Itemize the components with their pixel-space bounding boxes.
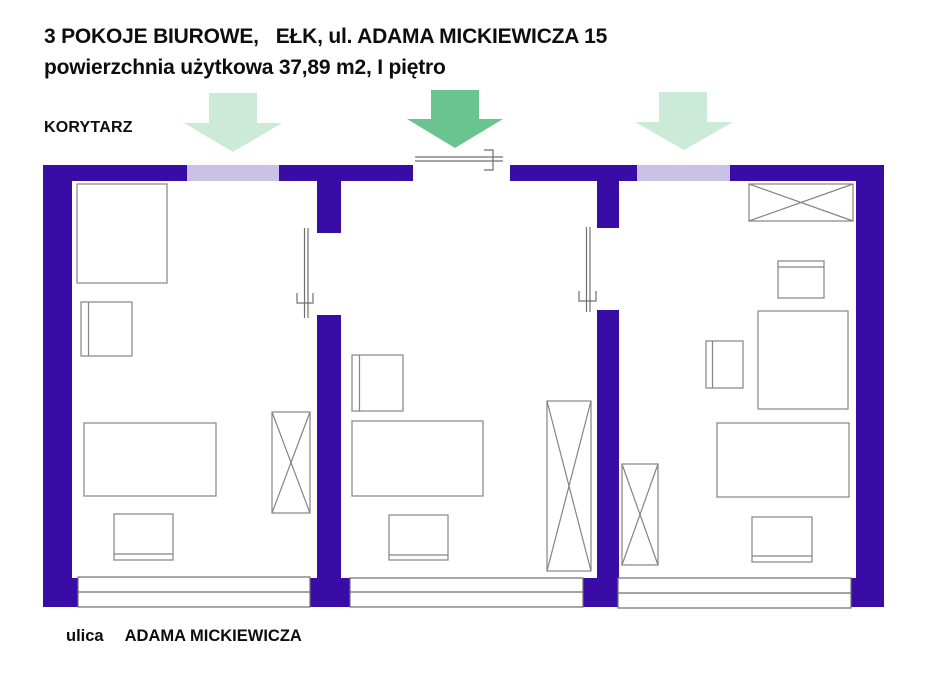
right-wall: [856, 165, 884, 607]
walls: [43, 165, 884, 607]
room-1-furniture: [76, 183, 311, 561]
armchair: [351, 354, 404, 412]
partition-wall-2-3: [597, 180, 619, 228]
corridor-label: KORYTARZ: [44, 119, 133, 136]
top-wall-segment: [510, 165, 637, 181]
armchair: [705, 340, 744, 389]
corridor-door-panels: [187, 165, 730, 181]
listing-title: 3 POKOJE BIUROWE, EŁK, ul. ADAMA MICKIEW…: [44, 25, 608, 48]
top-wall-segment: [279, 165, 413, 181]
desk: [83, 422, 217, 497]
bottom-wall-segment: [310, 578, 350, 607]
entrance-arrows: [184, 90, 733, 152]
door-panel-room-3: [637, 165, 730, 181]
down-arrow-icon: [635, 92, 733, 150]
partition-wall-1-2: [317, 315, 341, 578]
left-wall: [43, 165, 72, 607]
bottom-wall-segment: [43, 578, 78, 607]
door-panel-room-1: [187, 165, 279, 181]
street-label: ulica ADAMA MICKIEWICZA: [66, 627, 302, 646]
partition-wall-2-3: [597, 310, 619, 578]
door-symbols: [296, 149, 597, 318]
armchair: [80, 301, 133, 357]
room-2-furniture: [351, 354, 592, 572]
partition-wall-1-2: [317, 181, 341, 233]
chair: [388, 514, 449, 561]
wardrobe-crossed-box-icon: [621, 463, 659, 566]
wardrobe-crossed-box-icon: [546, 400, 592, 572]
door-leaf-icon: [578, 227, 597, 312]
windows: [77, 576, 852, 609]
down-arrow-icon: [407, 90, 503, 148]
cabinet: [757, 310, 849, 410]
desk: [716, 422, 850, 498]
bottom-wall-segment: [851, 578, 884, 607]
bottom-wall-segment: [583, 578, 618, 607]
wardrobe-crossed-box-icon: [271, 411, 311, 514]
listing-subtitle: powierzchnia użytkowa 37,89 m2, I piętro: [44, 56, 446, 79]
street-label-name: ADAMA MICKIEWICZA: [124, 627, 302, 645]
chair: [113, 513, 174, 561]
down-arrow-icon: [184, 93, 282, 152]
door-leaf-icon: [296, 228, 314, 318]
wardrobe-crossed-box-icon: [748, 183, 854, 222]
cabinet: [76, 183, 168, 284]
door-leaf-icon: [415, 149, 503, 171]
room-3-furniture: [621, 183, 854, 566]
street-label-prefix: ulica: [66, 627, 104, 645]
top-wall-segment: [730, 165, 884, 181]
desk: [351, 420, 484, 497]
chair: [751, 516, 813, 563]
top-wall-segment: [43, 165, 187, 181]
